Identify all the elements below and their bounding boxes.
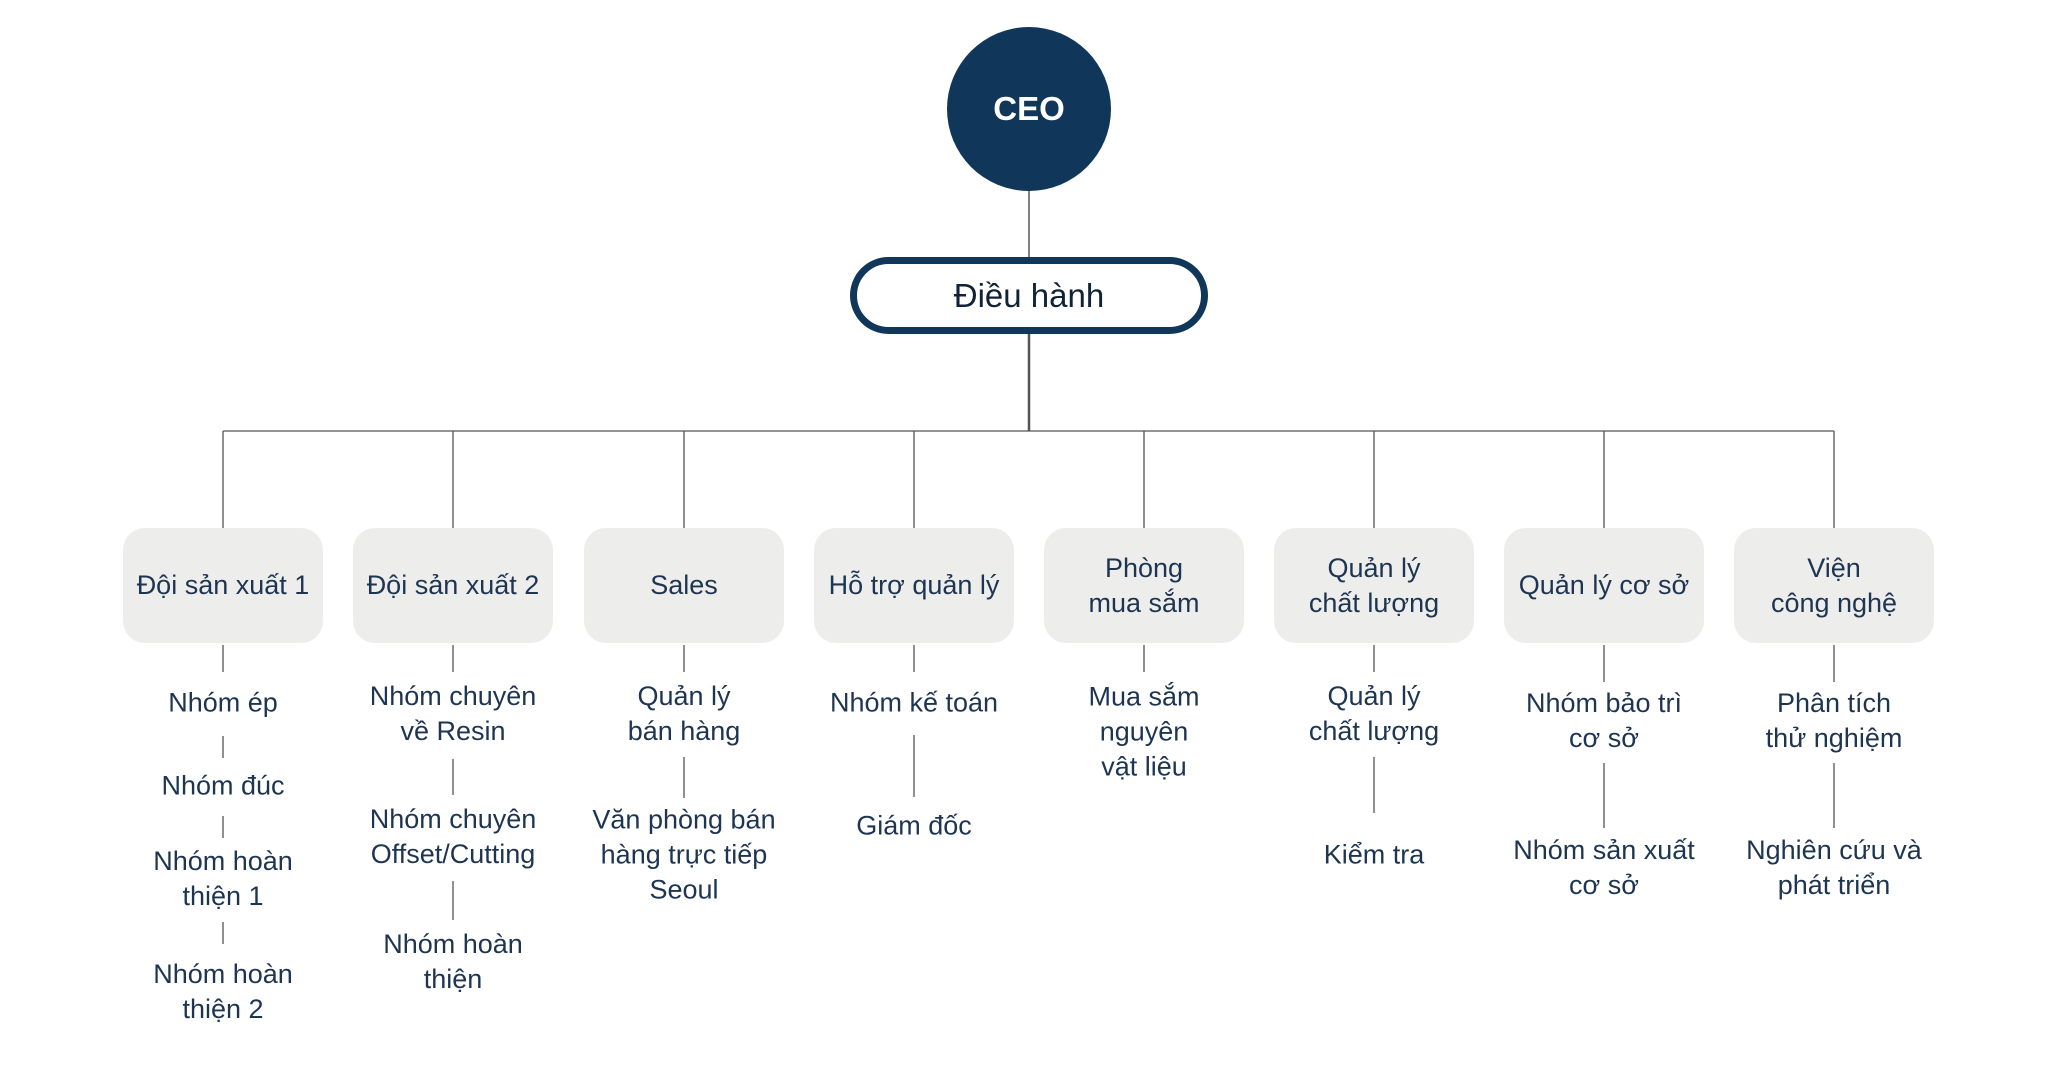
sub-unit: Quản lý chất lượng <box>1308 681 1440 746</box>
sub-unit: Phân tích thử nghiệm <box>1765 688 1903 753</box>
sub-unit: Nhóm kế toán <box>829 687 999 718</box>
sub-unit: Nghiên cứu và phát triển <box>1746 835 1922 900</box>
sub-unit: Nhóm chuyên về Resin <box>369 681 537 746</box>
dept-label: Viện công nghệ <box>1770 552 1898 618</box>
dept-label: Phòng mua sắm <box>1088 552 1200 618</box>
dept-facility: Quản lý cơ sở <box>1504 528 1704 643</box>
sub-unit: Nhóm chuyên Offset/Cutting <box>369 804 537 869</box>
dept-technology: Viện công nghệ <box>1734 528 1934 643</box>
sub-unit: Nhóm hoàn thiện 1 <box>153 846 293 911</box>
dept-label: Quản lý cơ sở <box>1518 570 1690 600</box>
dept-admin-support: Hỗ trợ quản lý <box>814 528 1014 643</box>
sub-unit: Nhóm hoàn thiện <box>383 929 523 994</box>
sub-unit: Nhóm hoàn thiện 2 <box>153 959 293 1024</box>
ceo-node: CEO <box>947 27 1111 191</box>
dept-label: Sales <box>650 570 718 600</box>
sub-unit: Nhóm ép <box>168 687 278 718</box>
dept-label: Đội sản xuất 2 <box>366 570 540 600</box>
dept-sales: Sales <box>584 528 784 643</box>
dept-purchasing: Phòng mua sắm <box>1044 528 1244 643</box>
dept-label: Quản lý chất lượng <box>1308 552 1440 618</box>
executive-label: Điều hành <box>953 276 1105 314</box>
sub-unit: Nhóm đúc <box>161 770 285 801</box>
sub-unit: Kiểm tra <box>1323 839 1425 870</box>
sub-unit: Quản lý bán hàng <box>627 681 741 746</box>
sub-unit: Nhóm sản xuất cơ sở <box>1513 835 1695 900</box>
dept-quality: Quản lý chất lượng <box>1274 528 1474 643</box>
executive-node: Điều hành <box>850 257 1208 334</box>
sub-unit: Nhóm bảo trì cơ sở <box>1525 688 1683 753</box>
dept-production-2: Đội sản xuất 2 <box>353 528 553 643</box>
sub-unit: Mua sắm nguyên vật liệu <box>1088 681 1200 782</box>
sub-unit: Giám đốc <box>856 810 972 841</box>
dept-production-1: Đội sản xuất 1 <box>123 528 323 643</box>
sub-unit: Văn phòng bán hàng trực tiếp Seoul <box>592 804 776 905</box>
ceo-label: CEO <box>993 90 1065 127</box>
dept-label: Đội sản xuất 1 <box>136 570 310 600</box>
dept-label: Hỗ trợ quản lý <box>828 570 1000 600</box>
